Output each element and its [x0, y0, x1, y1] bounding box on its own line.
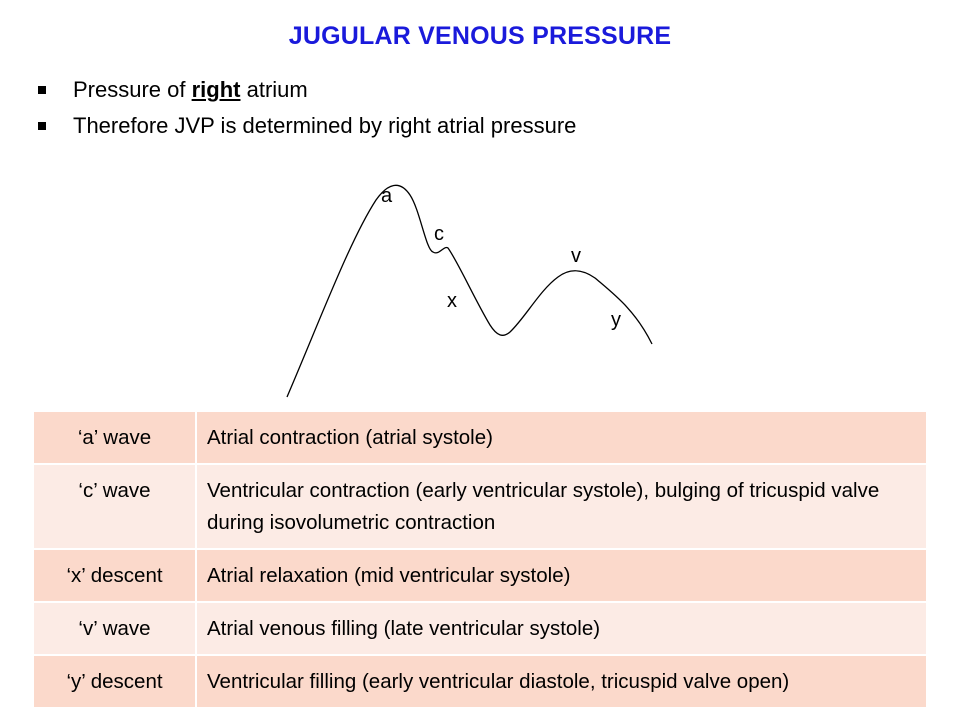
- wave-term-cell: ‘a’ wave: [34, 412, 197, 465]
- bullet-list: Pressure of right atrium Therefore JVP i…: [36, 74, 576, 146]
- jvp-waveform-diagram: a c x v y: [286, 184, 653, 398]
- page-title: JUGULAR VENOUS PRESSURE: [288, 22, 672, 50]
- wave-label-x: x: [447, 290, 457, 312]
- table-row: ‘v’ wave Atrial venous filling (late ven…: [34, 602, 926, 656]
- wave-term-cell: ‘v’ wave: [34, 602, 197, 656]
- table-row: ‘x’ descent Atrial relaxation (mid ventr…: [34, 549, 926, 603]
- wave-label-a: a: [381, 185, 393, 207]
- wave-label-v: v: [571, 245, 581, 267]
- bullet-item: Therefore JVP is determined by right atr…: [36, 110, 576, 146]
- bullet-text-prefix: Pressure of: [73, 77, 192, 102]
- jvp-waveform-curve: [286, 184, 653, 398]
- table-row: ‘c’ wave Ventricular contraction (early …: [34, 464, 926, 550]
- wave-description-cell: Ventricular filling (early ventricular d…: [196, 655, 926, 709]
- wave-description-cell: Ventricular contraction (early ventricul…: [196, 464, 926, 550]
- wave-term-cell: ‘x’ descent: [34, 549, 197, 603]
- bullet-text-suffix: atrium: [240, 77, 308, 102]
- square-bullet-icon: [38, 86, 46, 94]
- bullet-text-emphasis: right: [191, 77, 241, 102]
- wave-description-cell: Atrial contraction (atrial systole): [196, 412, 926, 465]
- jvp-components-table: ‘a’ wave Atrial contraction (atrial syst…: [34, 412, 926, 709]
- table-row: ‘y’ descent Ventricular filling (early v…: [34, 655, 926, 709]
- table-row: ‘a’ wave Atrial contraction (atrial syst…: [34, 412, 926, 465]
- wave-description-cell: Atrial relaxation (mid ventricular systo…: [196, 549, 926, 603]
- bullet-text: Therefore JVP is determined by right atr…: [73, 113, 577, 138]
- wave-term-cell: ‘y’ descent: [34, 655, 197, 709]
- wave-description-cell: Atrial venous filling (late ventricular …: [196, 602, 926, 656]
- wave-label-c: c: [434, 223, 444, 245]
- wave-term-cell: ‘c’ wave: [34, 464, 197, 550]
- wave-label-y: y: [611, 309, 621, 331]
- bullet-item: Pressure of right atrium: [36, 74, 576, 110]
- square-bullet-icon: [38, 122, 46, 130]
